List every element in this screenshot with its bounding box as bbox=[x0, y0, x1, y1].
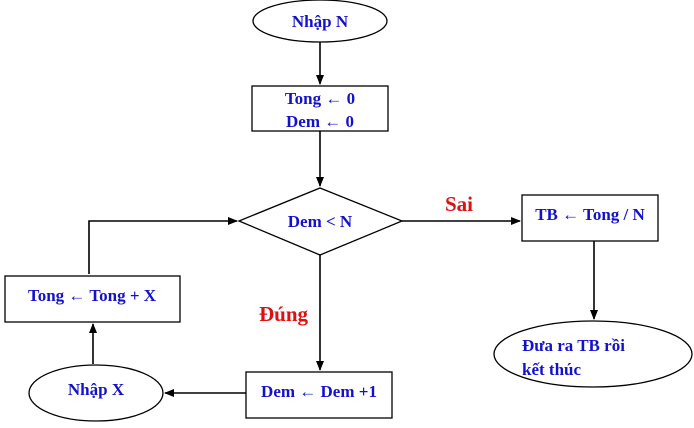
edges bbox=[88, 42, 598, 397]
accumulate-label: Tong ← Tong + X bbox=[28, 286, 157, 305]
node-initialize: Tong ← 0 Dem ← 0 bbox=[251, 85, 389, 132]
output-shape bbox=[493, 320, 693, 388]
input-n-label: Nhập N bbox=[292, 12, 349, 31]
initialize-line-1: Tong ← 0 bbox=[285, 89, 355, 108]
average-box bbox=[521, 194, 659, 242]
input-n-shape bbox=[252, 0, 388, 43]
false-branch-label: Sai bbox=[445, 192, 473, 216]
node-output: Đưa ra TB rồi kết thúc bbox=[493, 320, 693, 388]
condition-label: Dem < N bbox=[288, 212, 353, 231]
input-x-label: Nhập X bbox=[68, 380, 125, 399]
increment-box bbox=[245, 371, 393, 419]
node-accumulate: Tong ← Tong + X bbox=[4, 275, 181, 323]
node-input-x: Nhập X bbox=[28, 364, 164, 422]
increment-label: Dem ← Dem +1 bbox=[261, 382, 377, 401]
accumulate-box bbox=[4, 275, 181, 323]
node-input-n: Nhập N bbox=[252, 0, 388, 43]
true-branch-label: Đúng bbox=[259, 302, 309, 326]
average-label: TB ← Tong / N bbox=[535, 205, 645, 224]
node-increment: Dem ← Dem +1 bbox=[245, 371, 393, 419]
node-average: TB ← Tong / N bbox=[521, 194, 659, 242]
node-condition: Dem < N bbox=[237, 187, 404, 256]
edge-accumulate-to-condition bbox=[88, 217, 238, 274]
initialize-box bbox=[251, 85, 389, 132]
output-line-1: Đưa ra TB rồi bbox=[522, 336, 625, 355]
output-line-2: kết thúc bbox=[522, 360, 581, 379]
input-x-shape bbox=[28, 364, 164, 422]
condition-diamond bbox=[237, 187, 404, 256]
initialize-line-2: Dem ← 0 bbox=[286, 112, 354, 131]
